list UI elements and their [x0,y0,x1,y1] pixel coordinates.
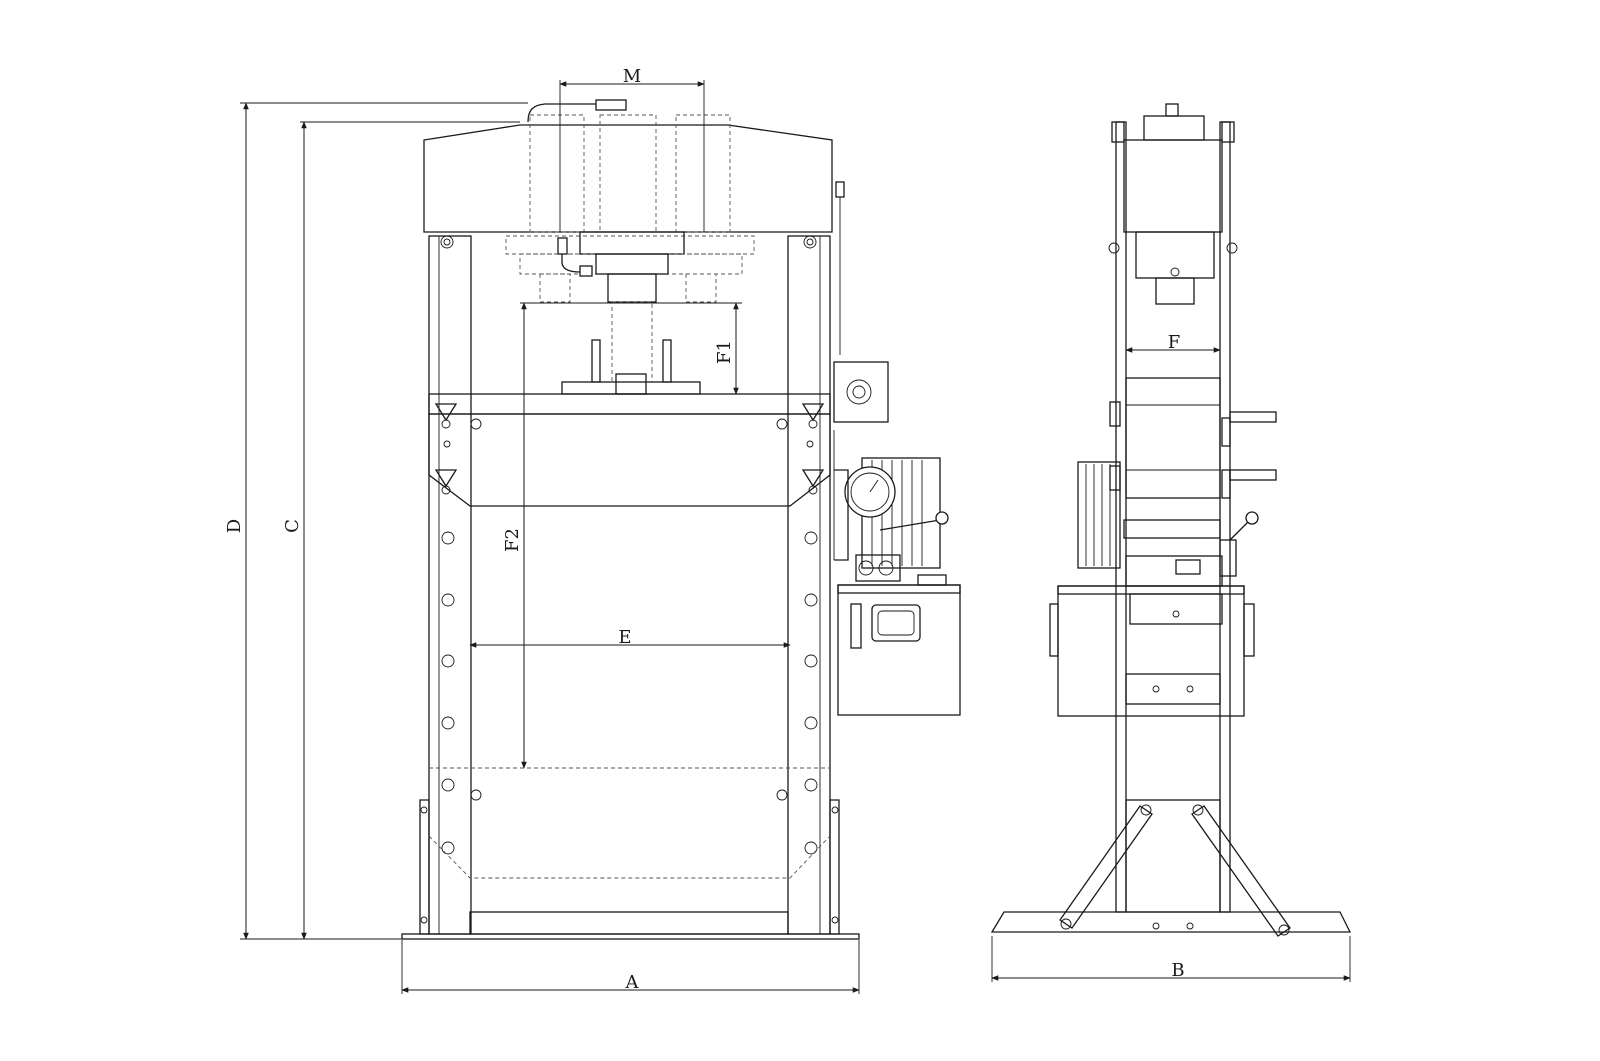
front-right-foot [829,799,840,935]
dimension-label-c: C [282,519,303,533]
side-bolster [1125,377,1221,499]
front-cylinder-flange [579,231,685,255]
switch-box [833,361,889,423]
dimension-label-b: B [1171,960,1184,981]
dimension-label-a: A [625,972,640,993]
side-pin-lower [1229,469,1277,481]
dimension-label-e: E [618,627,631,648]
dimension-label-f: F [1168,332,1181,353]
front-valve-block [855,554,901,582]
front-press-plate [561,381,701,395]
side-left-brace [1059,805,1153,929]
front-bolster-top [428,393,831,415]
dimension-label-m: M [623,66,641,87]
side-upright-right [1219,121,1231,913]
pin-handles [434,403,825,495]
front-dimensions [240,80,860,994]
side-view [990,103,1352,982]
front-view [401,99,961,940]
side-ram-housing [1135,231,1215,279]
dimension-label-f1: F1 [714,340,735,364]
side-motor [1077,461,1121,569]
front-top-hose [527,103,608,123]
front-pump-unit [834,457,961,716]
side-top-cylinder [1143,115,1205,141]
front-base-plate [401,933,860,940]
front-right-column [787,235,831,935]
dimension-label-d: D [224,519,245,533]
dimension-label-f2: F2 [502,528,523,552]
front-ram-block [595,253,669,275]
side-oil-tank [1057,585,1245,717]
front-column-holes [441,531,818,855]
side-pin-upper [1229,411,1277,423]
front-left-foot [419,799,430,935]
side-right-brace [1191,805,1291,937]
side-upright-left [1115,121,1127,913]
side-base [990,911,1352,933]
front-left-column [428,235,472,935]
front-bottom-beam [469,911,789,935]
front-top-head [423,124,833,233]
front-bolster [428,413,831,507]
